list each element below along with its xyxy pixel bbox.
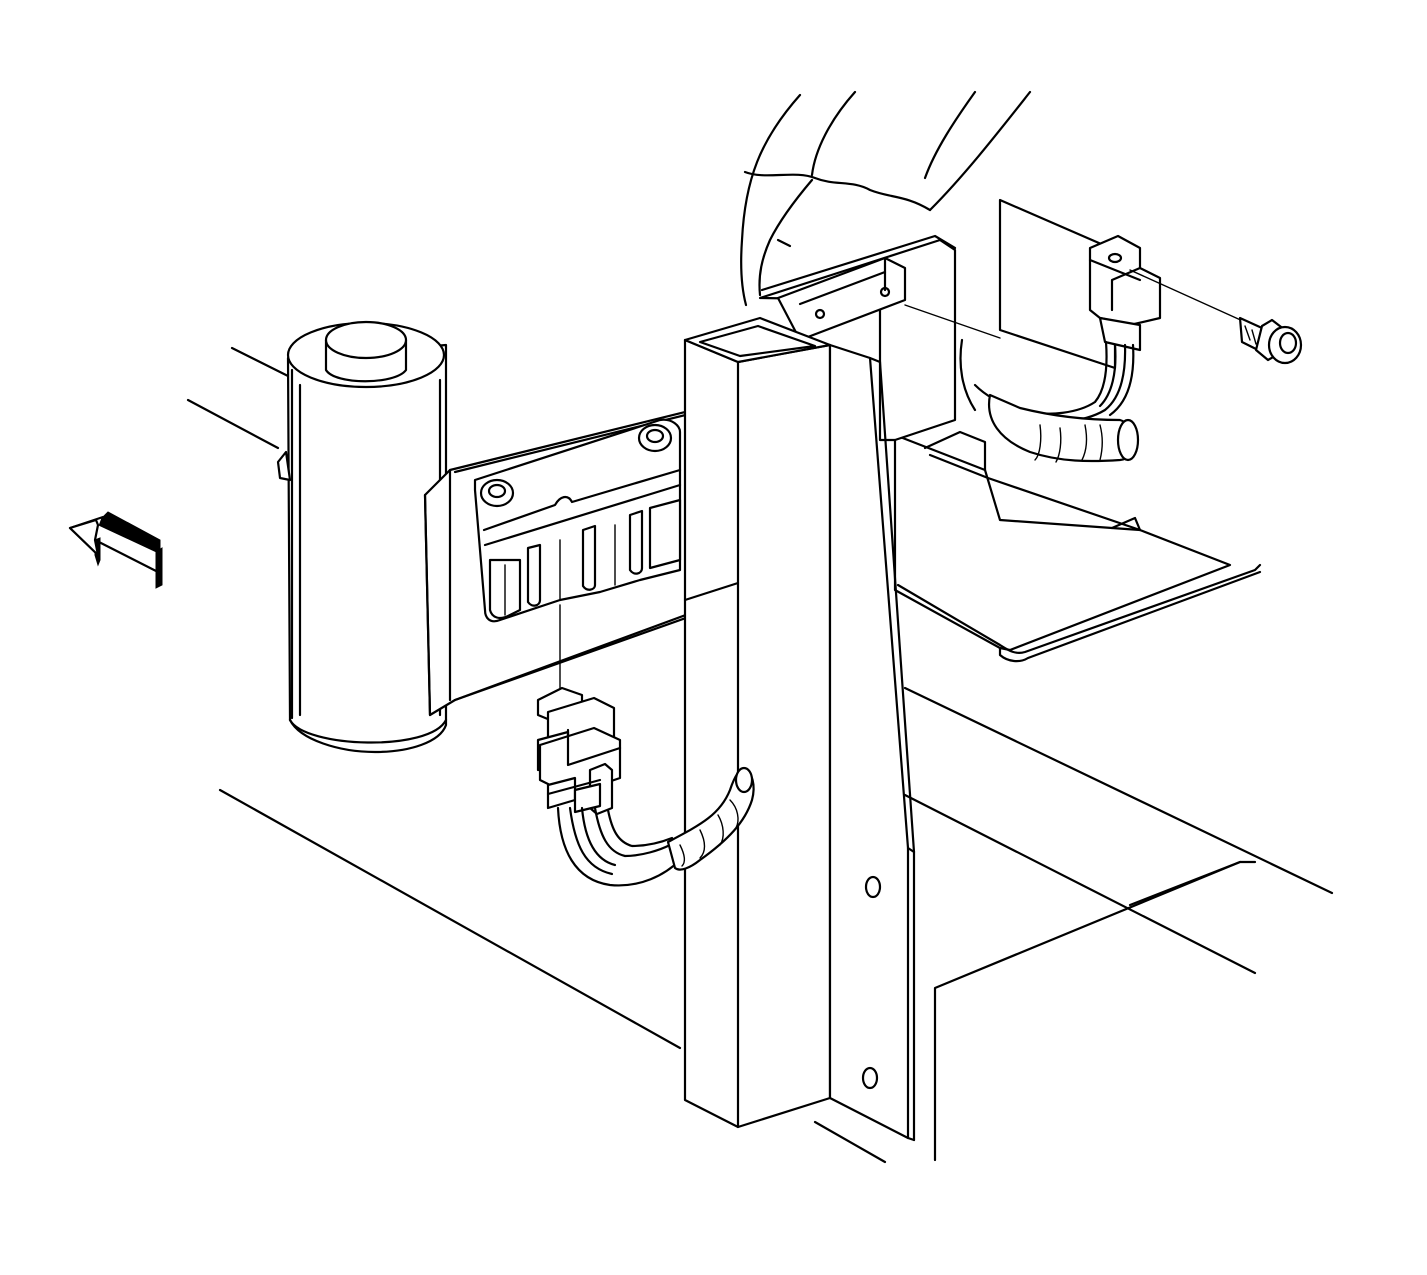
direction-arrow-icon bbox=[68, 511, 163, 589]
remote-sensor-module bbox=[959, 198, 1162, 463]
floor-panel bbox=[893, 430, 1262, 663]
mounting-bolt bbox=[479, 423, 673, 508]
vertical-pillar bbox=[683, 316, 916, 1142]
retaining-screw bbox=[1129, 269, 1303, 365]
wiring-harness bbox=[556, 766, 755, 887]
wheel-well bbox=[740, 90, 1032, 307]
relay-connector bbox=[536, 604, 622, 816]
floor-lines bbox=[186, 346, 1334, 1164]
cylindrical-canister bbox=[276, 320, 448, 754]
upper-bracket bbox=[758, 234, 1001, 442]
relay-center-plate bbox=[473, 418, 682, 623]
